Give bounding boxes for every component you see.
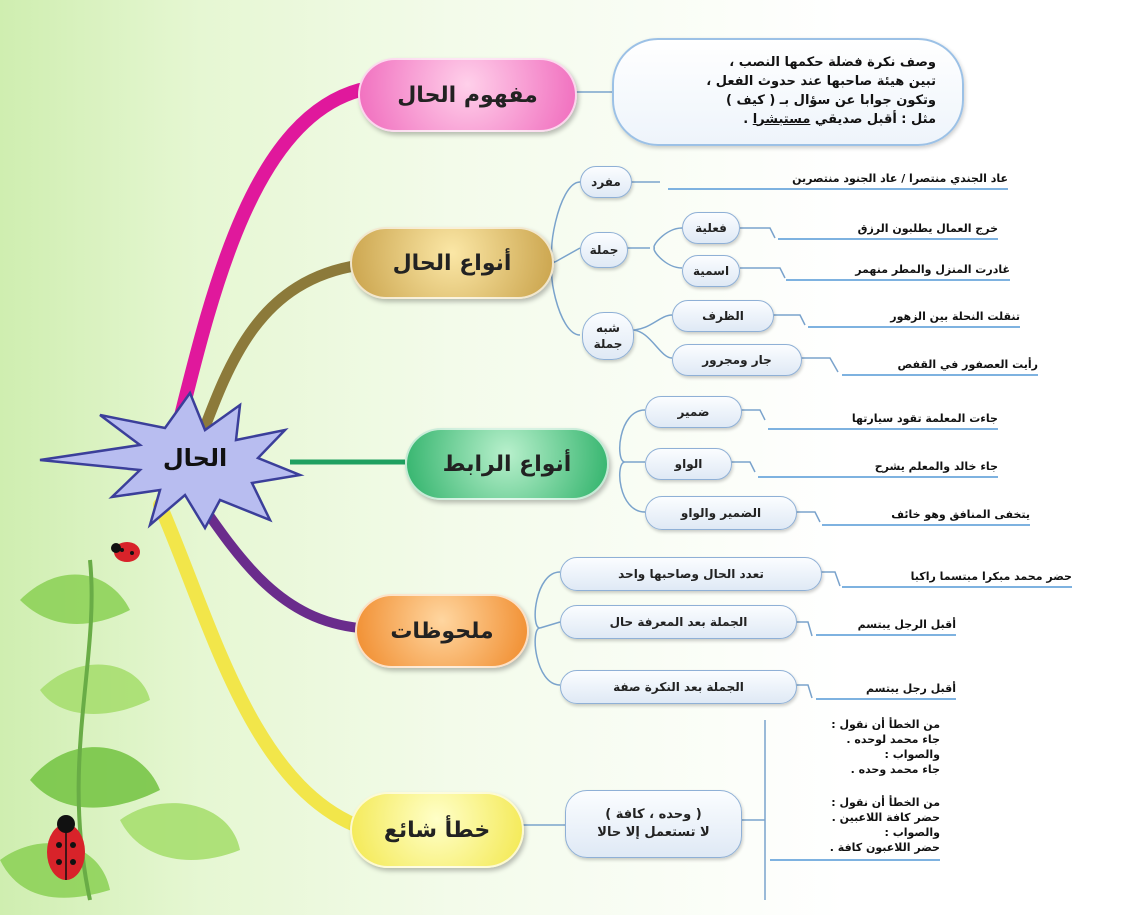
branch-notes-title[interactable]: ملحوظات: [355, 594, 529, 668]
branch-concept-title[interactable]: مفهوم الحال: [358, 58, 577, 132]
link-pronoun-example: جاءت المعلمة تقود سيارتها: [768, 412, 998, 430]
definition-line-4: مثل : أقبل صديقي مستبشرا .: [640, 111, 936, 130]
ladybug-icon: [111, 542, 140, 562]
type-semi-prep-example: رأيت العصفور في القفص: [842, 358, 1038, 376]
note-indefinite-example: أقبل رجل يبتسم: [816, 682, 956, 700]
link-waw-example: جاء خالد والمعلم يشرح: [758, 460, 998, 478]
branch-types-title[interactable]: أنواع الحال: [350, 227, 554, 299]
type-sentence-nominal[interactable]: اسمية: [682, 255, 740, 287]
center-star-shape: [39, 390, 305, 531]
errors-example-1: من الخطأ أن نقول : جاء محمد لوحده . والص…: [831, 718, 940, 776]
link-pronoun-waw[interactable]: الضمير والواو: [645, 496, 797, 530]
note-multiple-example: حضر محمد مبكرا مبتسما راكبا: [842, 570, 1072, 588]
errors-rule-words: ( وحده ، كافة ): [605, 807, 702, 823]
type-sentence-nominal-example: غادرت المنزل والمطر منهمر: [786, 263, 1010, 281]
note-definite-example: أقبل الرجل يبتسم: [816, 618, 956, 636]
errors-rule[interactable]: ( وحده ، كافة ) لا تستعمل إلا حالا: [565, 790, 742, 858]
type-single-example: عاد الجندي منتصرا / عاد الجنود منتصرين: [668, 172, 1008, 190]
link-pronoun-waw-example: يتخفى المنافق وهو خائف: [822, 508, 1030, 526]
definition-example-suffix: .: [743, 111, 753, 127]
note-indefinite[interactable]: الجملة بعد النكرة صفة: [560, 670, 797, 704]
ladybug-icon: [47, 815, 85, 880]
type-sentence-verbal-example: خرج العمال يطلبون الرزق: [778, 222, 998, 240]
errors-rule-text: لا تستعمل إلا حالا: [597, 825, 710, 840]
branch-links-title[interactable]: أنواع الرابط: [405, 428, 609, 500]
definition-line-2: تبين هيئة صاحبها عند حدوث الفعل ،: [706, 73, 936, 89]
type-semi-adverb[interactable]: الظرف: [672, 300, 774, 332]
type-sentence-verbal[interactable]: فعلية: [682, 212, 740, 244]
definition-line-3: وتكون جوابا عن سؤال بـ ( كيف ): [726, 92, 936, 108]
link-pronoun[interactable]: ضمير: [645, 396, 742, 428]
note-multiple[interactable]: تعدد الحال وصاحبها واحد: [560, 557, 822, 591]
definition-line-1: وصف نكرة فضلة حكمها النصب ،: [729, 55, 936, 70]
type-semi-sentence[interactable]: شبه جملة: [582, 312, 634, 360]
concept-definition: وصف نكرة فضلة حكمها النصب ، تبين هيئة صا…: [612, 38, 964, 146]
type-sentence[interactable]: جملة: [580, 232, 628, 268]
center-label: الحال: [162, 444, 228, 472]
type-single[interactable]: مفرد: [580, 166, 632, 198]
type-semi-prep[interactable]: جار ومجرور: [672, 344, 802, 376]
note-definite[interactable]: الجملة بعد المعرفة حال: [560, 605, 797, 639]
branch-errors-title[interactable]: خطأ شائع: [350, 792, 524, 868]
definition-example-word: مستبشرا: [752, 111, 811, 127]
errors-example-2: من الخطأ أن نقول : حضر كافة اللاعبين . و…: [770, 796, 940, 862]
type-semi-adverb-example: تنقلت النحلة بين الزهور: [808, 310, 1020, 328]
definition-example-prefix: مثل : أقبل صديقي: [810, 111, 936, 127]
link-waw[interactable]: الواو: [645, 448, 732, 480]
